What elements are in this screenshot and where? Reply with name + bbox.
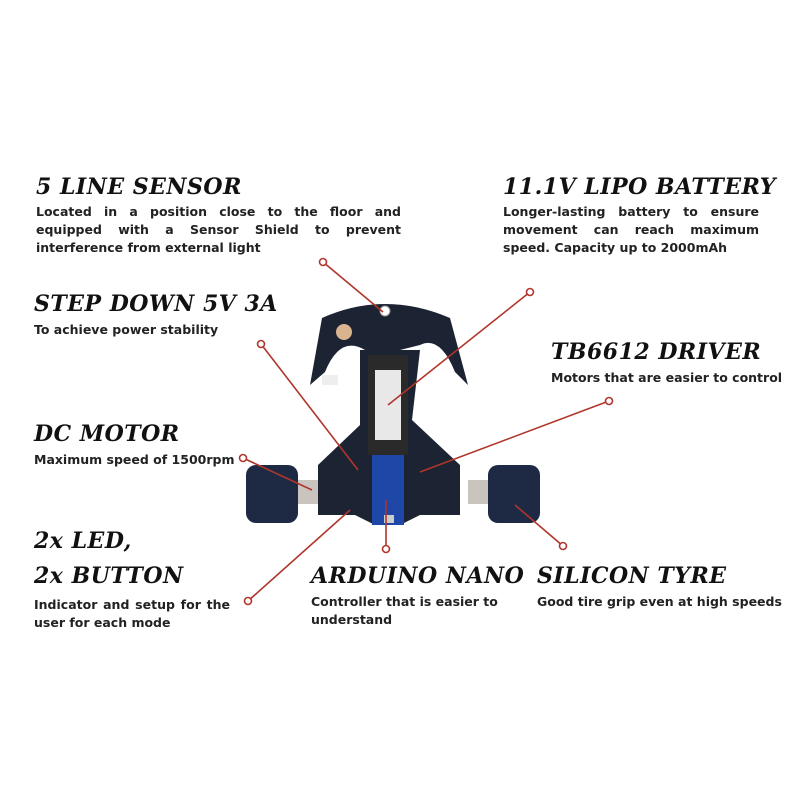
left-wheel xyxy=(246,465,320,523)
pointer-dot xyxy=(525,287,535,297)
pointer-dot xyxy=(256,339,266,349)
right-wheel xyxy=(468,465,540,523)
sensor-board xyxy=(310,304,468,385)
feature-desc-step-down: To achieve power stability xyxy=(34,322,219,337)
feature-desc-battery: Longer-lasting battery to ensure movemen… xyxy=(503,204,759,255)
sensor-logo xyxy=(336,324,352,340)
feature-title-tyre: SILICON TYRE xyxy=(537,563,727,589)
feature-title-line-sensor: 5 LINE SENSOR xyxy=(36,174,242,200)
feature-title-dc-motor: DC MOTOR xyxy=(34,421,180,447)
feature-desc-led: Indicator and setup for the user for eac… xyxy=(34,597,230,630)
pointer-dot xyxy=(318,257,328,267)
pointer-dot xyxy=(238,453,248,463)
connector xyxy=(322,375,338,385)
feature-desc-arduino: Controller that is easier to understand xyxy=(311,594,498,627)
feature-title-arduino: ARDUINO NANO xyxy=(311,563,525,589)
pointer-dot xyxy=(604,396,614,406)
pointer-dot xyxy=(558,541,568,551)
feature-desc-driver: Motors that are easier to control xyxy=(551,370,783,385)
feature-title-driver: TB6612 DRIVER xyxy=(551,339,762,365)
feature-desc-line-sensor: Located in a position close to the floor… xyxy=(36,204,401,255)
feature-title-battery: 11.1V LIPO BATTERY xyxy=(503,174,776,200)
feature-desc-tyre: Good tire grip even at high speeds xyxy=(537,594,782,609)
feature-title-led-line2: 2x BUTTON xyxy=(34,563,184,589)
feature-title-step-down: STEP DOWN 5V 3A xyxy=(34,291,278,317)
leader-lines xyxy=(238,257,614,606)
arduino-nano-board xyxy=(372,455,404,525)
feature-desc-dc-motor: Maximum speed of 1500rpm xyxy=(34,452,235,467)
feature-title-led-line1: 2x LED, xyxy=(34,528,132,554)
pointer-dot xyxy=(243,596,253,606)
pointer-dot xyxy=(381,544,391,554)
